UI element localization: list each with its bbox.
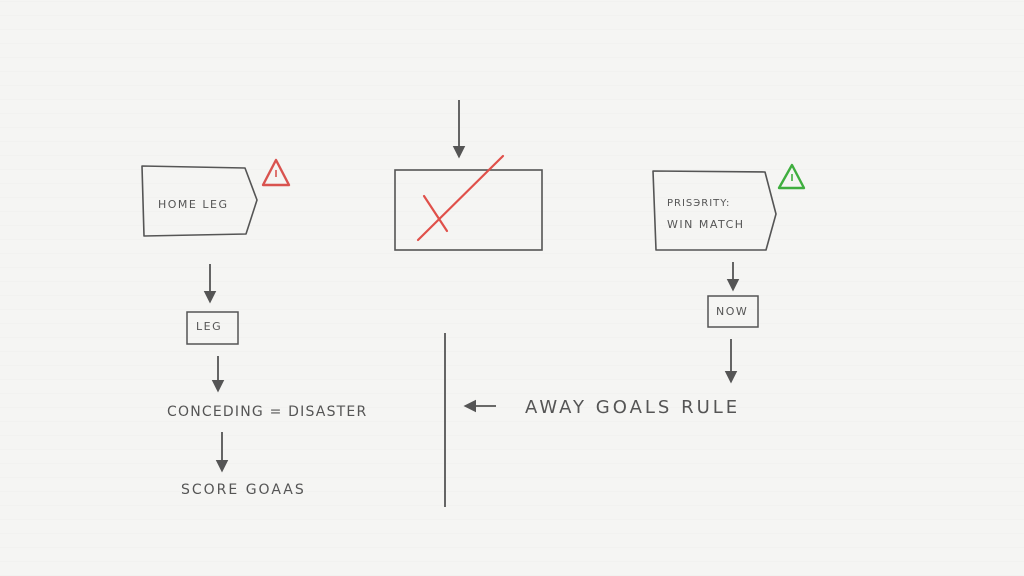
priority-label-line1: PRISЭRITY: bbox=[667, 198, 731, 209]
leg-label: LEG bbox=[196, 320, 223, 333]
now-label: NOW bbox=[716, 305, 749, 318]
priority-label-line2: WIN MATCH bbox=[667, 218, 745, 231]
now-box bbox=[707, 295, 759, 328]
home-leg-label: HOME LEG bbox=[158, 198, 229, 211]
leg-box bbox=[186, 311, 239, 345]
center-box bbox=[394, 169, 543, 251]
score-goals-label: SCORE GOAAS bbox=[181, 482, 306, 498]
red-cross-mark bbox=[416, 154, 505, 242]
warning-triangle-icon bbox=[261, 158, 291, 187]
priority-box bbox=[652, 170, 777, 251]
warning-triangle-icon bbox=[777, 163, 806, 190]
home-leg-box bbox=[141, 165, 258, 237]
conceding-disaster-label: CONCEDING = DISASTER bbox=[167, 404, 368, 420]
away-goals-rule-label: AWAY GOALS RULE bbox=[525, 397, 741, 418]
